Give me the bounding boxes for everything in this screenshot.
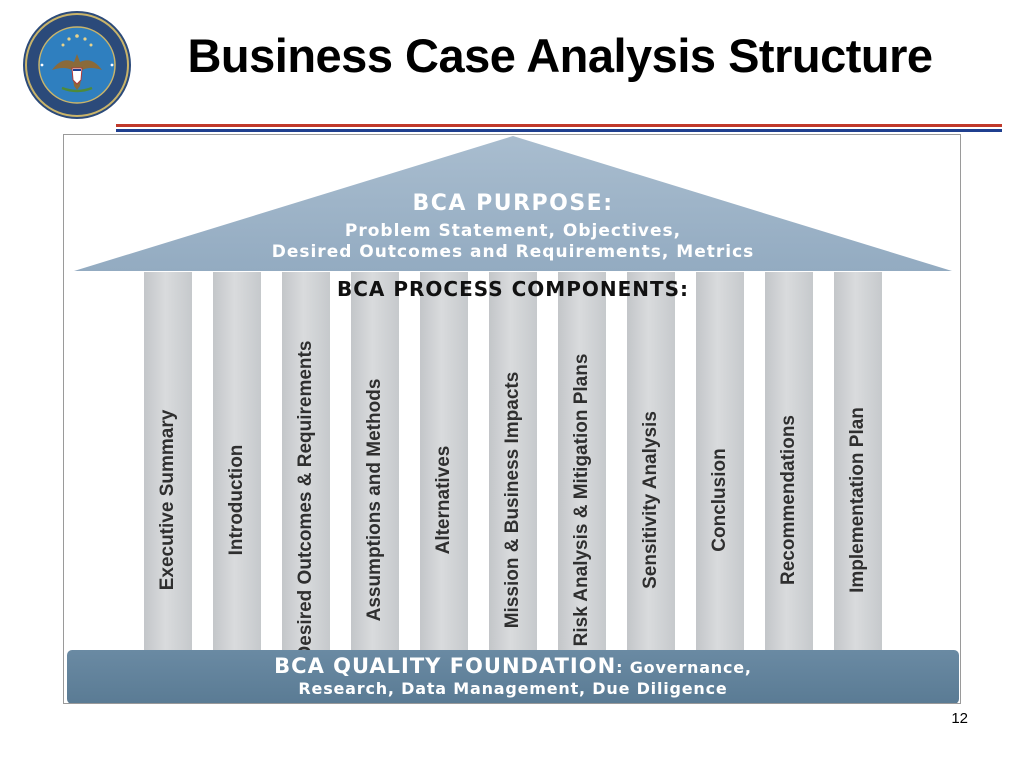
- pillar-label: Assumptions and Methods: [364, 378, 385, 622]
- pillar-label: Desired Outcomes & Requirements: [295, 340, 316, 660]
- foundation-line-1: BCA QUALITY FOUNDATION: Governance,: [67, 654, 959, 678]
- pillar-label: Implementation Plan: [847, 407, 868, 593]
- process-components-label: BCA PROCESS COMPONENTS:: [336, 277, 690, 301]
- foundation-line-1-rest: : Governance,: [616, 658, 752, 677]
- pillar-label: Sensitivity Analysis: [640, 411, 661, 589]
- pillar: Implementation Plan: [834, 272, 882, 652]
- pillar: Mission & Business Impacts: [489, 272, 537, 652]
- pillar: Assumptions and Methods: [351, 272, 399, 652]
- roof-subtitle-line-2: Desired Outcomes and Requirements, Metri…: [271, 242, 755, 262]
- pillar: Introduction: [213, 272, 261, 652]
- pillar-label: Executive Summary: [157, 409, 178, 591]
- pillar: Recommendations: [765, 272, 813, 652]
- dod-seal-logo: [23, 11, 131, 119]
- pillar: Conclusion: [696, 272, 744, 652]
- title-rule-blue: [116, 129, 1002, 132]
- roof-shape: [74, 136, 952, 271]
- page-number: 12: [951, 710, 968, 727]
- pillar: Alternatives: [420, 272, 468, 652]
- foundation-line-2: Research, Data Management, Due Diligence: [298, 679, 728, 698]
- pillar: Executive Summary: [144, 272, 192, 652]
- title-rule-red: [116, 124, 1002, 127]
- pillar: Risk Analysis & Mitigation Plans: [558, 272, 606, 652]
- pillar-label: Conclusion: [709, 448, 730, 552]
- pillar-label: Introduction: [226, 444, 247, 556]
- slide-title: Business Case Analysis Structure: [187, 29, 933, 82]
- roof-subtitle-line-1: Problem Statement, Objectives,: [344, 221, 682, 241]
- roof-title: BCA PURPOSE:: [412, 191, 614, 216]
- bca-structure-diagram: BCA PURPOSE: Problem Statement, Objectiv…: [63, 134, 961, 704]
- pillar-label: Risk Analysis & Mitigation Plans: [571, 353, 592, 647]
- pillar-label: Alternatives: [433, 445, 454, 555]
- foundation-title: BCA QUALITY FOUNDATION: [274, 654, 617, 678]
- pillar: Desired Outcomes & Requirements: [282, 272, 330, 659]
- quality-foundation: BCA QUALITY FOUNDATION: Governance, Rese…: [67, 650, 959, 703]
- pillar-label: Mission & Business Impacts: [502, 371, 523, 629]
- pillar: Sensitivity Analysis: [627, 272, 675, 652]
- pillar-label: Recommendations: [778, 415, 799, 585]
